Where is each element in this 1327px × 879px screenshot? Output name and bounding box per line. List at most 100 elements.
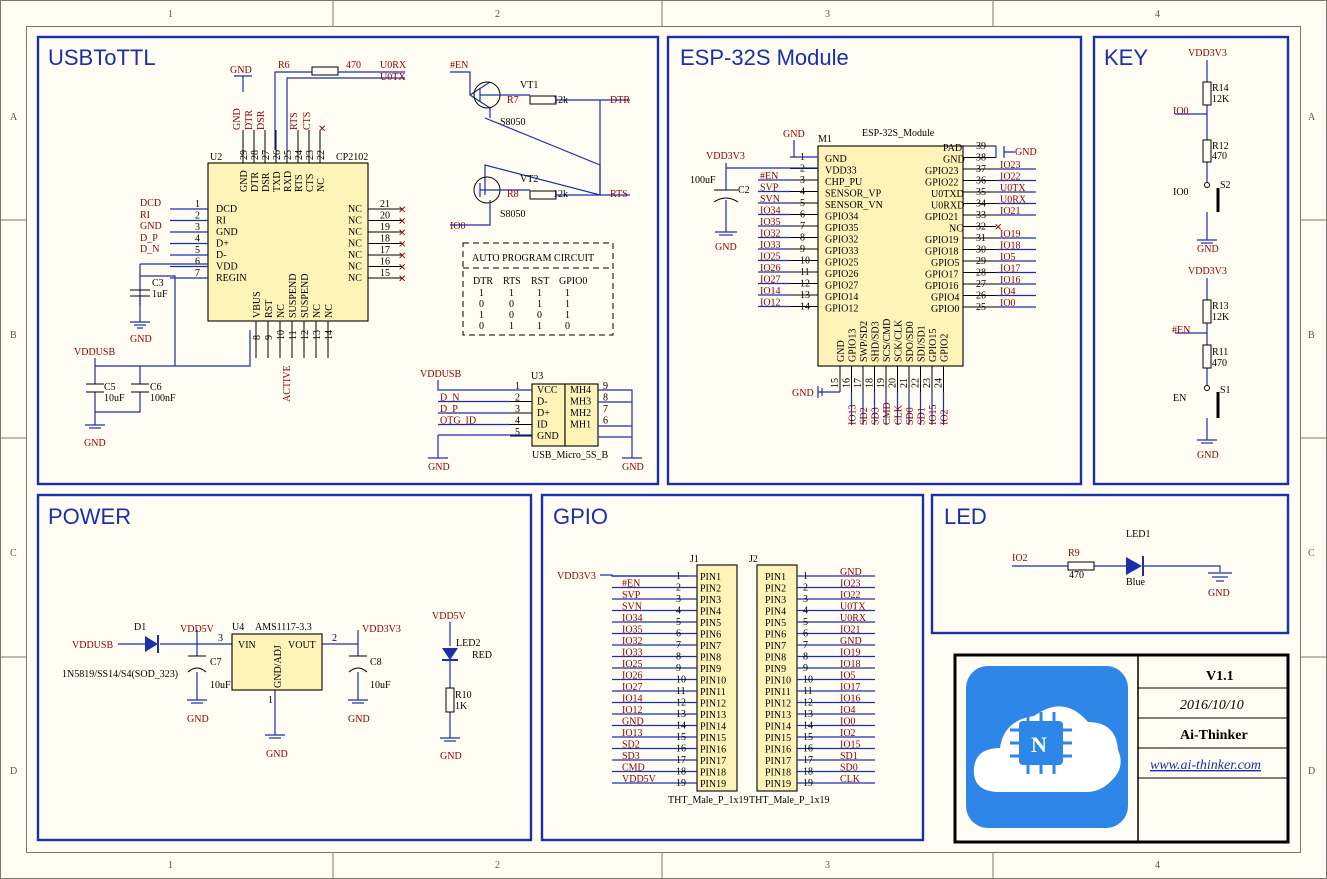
esp32s-title: ESP-32S Module <box>680 45 849 70</box>
esp-right-net: IO17 <box>1000 264 1021 275</box>
r14-value: 12K <box>1212 94 1230 105</box>
key-gnd-top: GND <box>1197 244 1219 255</box>
ai-thinker-logo: N <box>966 666 1128 828</box>
j2-net: IO0 <box>840 717 856 728</box>
s2-label: IO0 <box>1173 187 1189 198</box>
esp-right-net: IO5 <box>1000 252 1016 263</box>
esp-right-pin-num: 33 <box>976 210 986 221</box>
c5-gnd: GND <box>84 438 106 449</box>
u2-dtr-net: DTR <box>244 110 255 130</box>
u3-left-pin-name: GND <box>537 431 559 442</box>
esp-left-pin-name: VDD33 <box>825 166 857 177</box>
s1-contact[interactable] <box>1204 385 1210 391</box>
s2-contact[interactable] <box>1204 182 1210 188</box>
j1-pin-name: PIN4 <box>700 607 721 618</box>
esp-left-pin-num: 10 <box>800 256 810 267</box>
u2-top-pin-name: NC <box>316 178 327 192</box>
esp-right-pin-num: 34 <box>976 199 986 210</box>
esp-bottom-pin-name: SDO/SD0 <box>905 321 916 362</box>
nc-cross: ✕ <box>398 240 406 251</box>
esp-bottom-pin-name: SCK/CLK <box>894 319 905 362</box>
esp-right-pin-num: 38 <box>976 153 986 164</box>
j2-net: IO19 <box>840 648 861 659</box>
esp-bottom-pin-num: 20 <box>888 378 899 388</box>
u2-left-pin-name: D- <box>216 250 227 261</box>
s2-ref: S2 <box>1220 180 1231 191</box>
esp-left-net: IO32 <box>760 229 781 240</box>
j2-ref: J2 <box>749 554 758 565</box>
u2-right-pin-num: 16 <box>380 257 390 268</box>
u0rx-net: U0RX <box>380 60 407 71</box>
r7-body <box>529 95 557 105</box>
j2-pin-num: 14 <box>803 721 813 732</box>
u4-pin-gnd: 1 <box>268 695 273 706</box>
r6-ref: R6 <box>278 60 290 71</box>
border-row-c-right: C <box>1308 548 1315 559</box>
border-col-2-top: 2 <box>495 9 500 20</box>
esp-right-pin-name: GPIO22 <box>925 178 958 189</box>
j2-pin-name: PIN2 <box>765 584 786 595</box>
j1-pin-name: PIN18 <box>700 768 726 779</box>
r12-ref: R12 <box>1212 141 1229 152</box>
j2-pin-name: PIN15 <box>765 733 791 744</box>
key-vdd3v3-top: VDD3V3 <box>1188 48 1227 59</box>
c3-gnd: GND <box>130 334 152 345</box>
esp-vdd3v3: VDD3V3 <box>706 151 745 162</box>
j2-net: SD0 <box>840 763 858 774</box>
u2-right-pin-num: 15 <box>380 268 390 279</box>
website-link[interactable]: www.ai-thinker.com <box>1150 758 1261 773</box>
u2-bottom-pin-num: 10 <box>276 330 287 340</box>
r9-value: 470 <box>1069 570 1084 581</box>
auto-program-table <box>462 242 614 336</box>
nc-cross: ✕ <box>398 205 406 216</box>
esp-left-pin-name: GPIO35 <box>825 223 858 234</box>
r13-ref: R13 <box>1212 301 1229 312</box>
esp-gnd-top: GND <box>783 129 805 140</box>
j1-net: SVP <box>622 590 641 601</box>
active-net: ACTIVE <box>282 365 293 402</box>
key-en-net: #EN <box>1172 325 1190 336</box>
j2-pin-num: 3 <box>803 594 808 605</box>
u2-bottom-pin-num: 12 <box>300 330 311 340</box>
j1-net: #EN <box>622 579 640 590</box>
u3-left-pin-num: 5 <box>515 427 520 438</box>
c5-ref: C5 <box>104 382 116 393</box>
j1-pin-num: 17 <box>676 755 686 766</box>
esp-bottom-pin-num: 19 <box>876 378 887 388</box>
j1-pin-num: 16 <box>676 744 686 755</box>
j1-pin-name: PIN3 <box>700 595 721 606</box>
esp-bottom-net: SD0 <box>905 407 916 425</box>
j2-net: IO23 <box>840 579 861 590</box>
s1-ref: S1 <box>1220 385 1231 396</box>
border-col-2-bottom: 2 <box>495 860 500 871</box>
esp-right-net: IO22 <box>1000 172 1021 183</box>
j2-pin-name: PIN7 <box>765 641 786 652</box>
esp-left-net: #EN <box>760 171 778 182</box>
u2-top-pin-name: CTS <box>305 174 316 192</box>
u3-gnd-right: GND <box>622 462 644 473</box>
led2-vdd5v: VDD5V <box>432 611 467 622</box>
u2-right-pin-num: 21 <box>380 199 390 210</box>
auto-table-cell: 1 <box>565 310 570 321</box>
esp-left-net: IO34 <box>760 206 781 217</box>
esp-right-pins: 39PAD38GND37GPIO23IO2336GPIO22IO2235U0TX… <box>925 141 1036 315</box>
m1-ref: M1 <box>818 134 832 145</box>
led1-gnd: GND <box>1208 588 1230 599</box>
u2-bottom-pin-name: NC <box>324 304 335 318</box>
esp-right-net: IO19 <box>1000 229 1021 240</box>
j1-pin-num: 7 <box>676 640 681 651</box>
u2-right-pin-name: NC <box>348 204 362 215</box>
j2-pin-name: PIN14 <box>765 722 791 733</box>
j2-pin-num: 4 <box>803 606 808 617</box>
j2-pin-num: 11 <box>803 686 813 697</box>
j2-pin-name: PIN17 <box>765 756 791 767</box>
r11-body <box>1202 344 1212 369</box>
c3-ref: C3 <box>152 278 164 289</box>
j1-net: IO14 <box>622 694 643 705</box>
j1-pin-num: 8 <box>676 652 681 663</box>
j2-pin-name: PIN16 <box>765 745 791 756</box>
u2-top-pin-num: 28 <box>250 150 261 160</box>
